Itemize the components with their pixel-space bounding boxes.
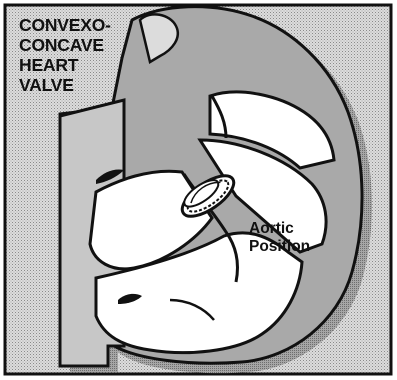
title-line-4: VALVE [19, 76, 74, 95]
title-line-2: CONCAVE [19, 36, 104, 55]
title-line-3: HEART [19, 56, 78, 75]
aortic-position-label-line-2: Position [249, 238, 310, 255]
title-line-1: CONVEXO- [19, 16, 111, 35]
aortic-position-label-line-1: Aortic [249, 220, 294, 237]
